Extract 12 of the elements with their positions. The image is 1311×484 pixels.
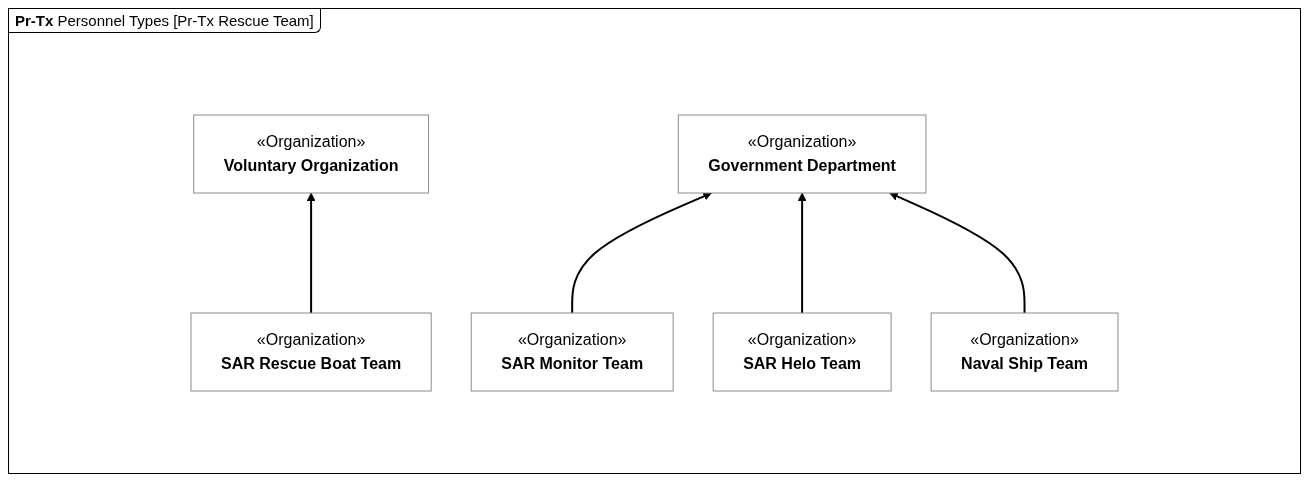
diagram-frame: Pr-Tx Personnel Types [Pr-Tx Rescue Team] «Organization» Voluntary Organization «Organization» Government Department «Organization» SAR Rescue Boat Team «Organization» SAR Monitor Team «Organization» SAR Helo Team «Organization» Naval Ship Team xyxy=(8,8,1301,474)
arrow xyxy=(889,192,1026,314)
arrow xyxy=(306,192,316,314)
node-box xyxy=(470,312,674,392)
arrow xyxy=(571,192,712,314)
arrow xyxy=(797,192,807,314)
node-box xyxy=(190,312,432,392)
node-box xyxy=(677,114,927,194)
node-box xyxy=(193,114,430,194)
diagram-title: Pr-Tx Personnel Types [Pr-Tx Rescue Team] xyxy=(9,9,321,33)
node-box xyxy=(712,312,892,392)
node-box xyxy=(930,312,1119,392)
